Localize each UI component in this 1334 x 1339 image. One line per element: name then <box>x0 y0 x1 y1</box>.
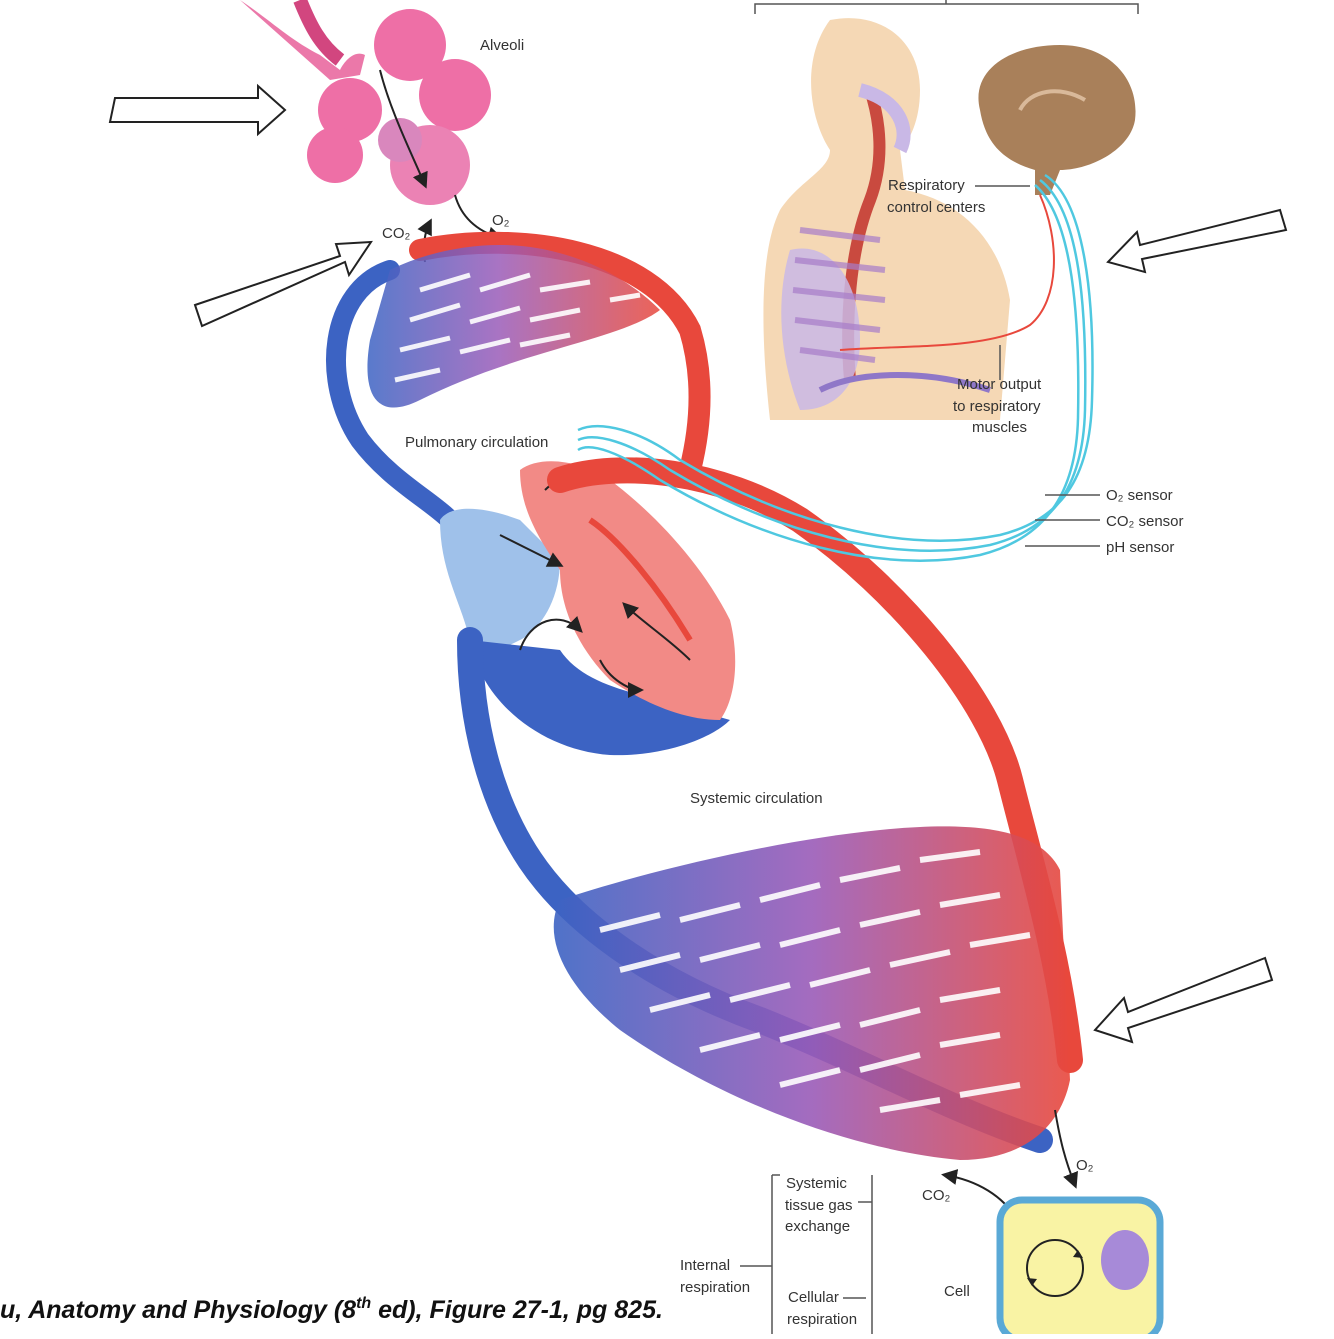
caption-part-b: ed), Figure 27-1, pg 825. <box>371 1296 663 1324</box>
brackets <box>740 0 1139 1334</box>
label-o2-top: O₂ <box>492 212 510 229</box>
heart <box>440 461 736 756</box>
label-systemic-circulation: Systemic circulation <box>690 790 823 807</box>
block-arrows <box>108 83 1288 1044</box>
label-cell: Cell <box>944 1283 970 1300</box>
label-internal-respiration-2: respiration <box>680 1279 750 1296</box>
figure-caption: u, Anatomy and Physiology (8th ed), Figu… <box>0 1295 663 1324</box>
brain <box>978 45 1136 195</box>
label-motor-output-1: Motor output <box>957 376 1042 393</box>
motor-nerve <box>839 194 1055 351</box>
label-motor-output-3: muscles <box>972 419 1027 436</box>
systemic-capillary-bed <box>553 826 1070 1160</box>
o2-to-cell-arrow <box>1054 1109 1078 1189</box>
caption-superscript: th <box>356 1295 371 1312</box>
label-co2-bottom: CO₂ <box>922 1187 951 1204</box>
human-torso <box>763 18 1010 420</box>
label-co2-top: CO₂ <box>382 225 411 242</box>
sensor-lines <box>577 173 1094 562</box>
label-systemic-tge-2: tissue gas <box>785 1197 853 1214</box>
label-pulmonary-circulation: Pulmonary circulation <box>405 434 548 451</box>
label-o2-bottom: O₂ <box>1076 1157 1094 1174</box>
arrow-pulmonary <box>193 240 373 328</box>
arrow-sensors <box>1106 208 1288 274</box>
label-respiratory-centers-1: Respiratory <box>888 177 965 194</box>
label-cellular-respiration-1: Cellular <box>788 1289 839 1306</box>
label-ph-sensor: pH sensor <box>1106 539 1174 556</box>
label-alveoli: Alveoli <box>480 37 524 54</box>
label-systemic-tge-1: Systemic <box>786 1175 847 1192</box>
label-o2-sensor: O₂ sensor <box>1106 487 1173 504</box>
label-motor-output-2: to respiratory <box>953 398 1041 415</box>
arrow-tissue <box>1093 956 1274 1044</box>
alveoli-cluster <box>240 0 491 205</box>
pulmonary-circulation <box>326 231 711 530</box>
cell <box>996 1196 1164 1339</box>
label-co2-sensor: CO₂ sensor <box>1106 513 1184 530</box>
label-cellular-respiration-2: respiration <box>787 1311 857 1328</box>
label-respiratory-centers-2: control centers <box>887 199 985 216</box>
arrow-alveoli <box>108 83 287 137</box>
label-internal-respiration-1: Internal <box>680 1257 730 1274</box>
label-systemic-tge-3: exchange <box>785 1218 850 1235</box>
caption-part-a: u, Anatomy and Physiology (8 <box>0 1296 356 1324</box>
